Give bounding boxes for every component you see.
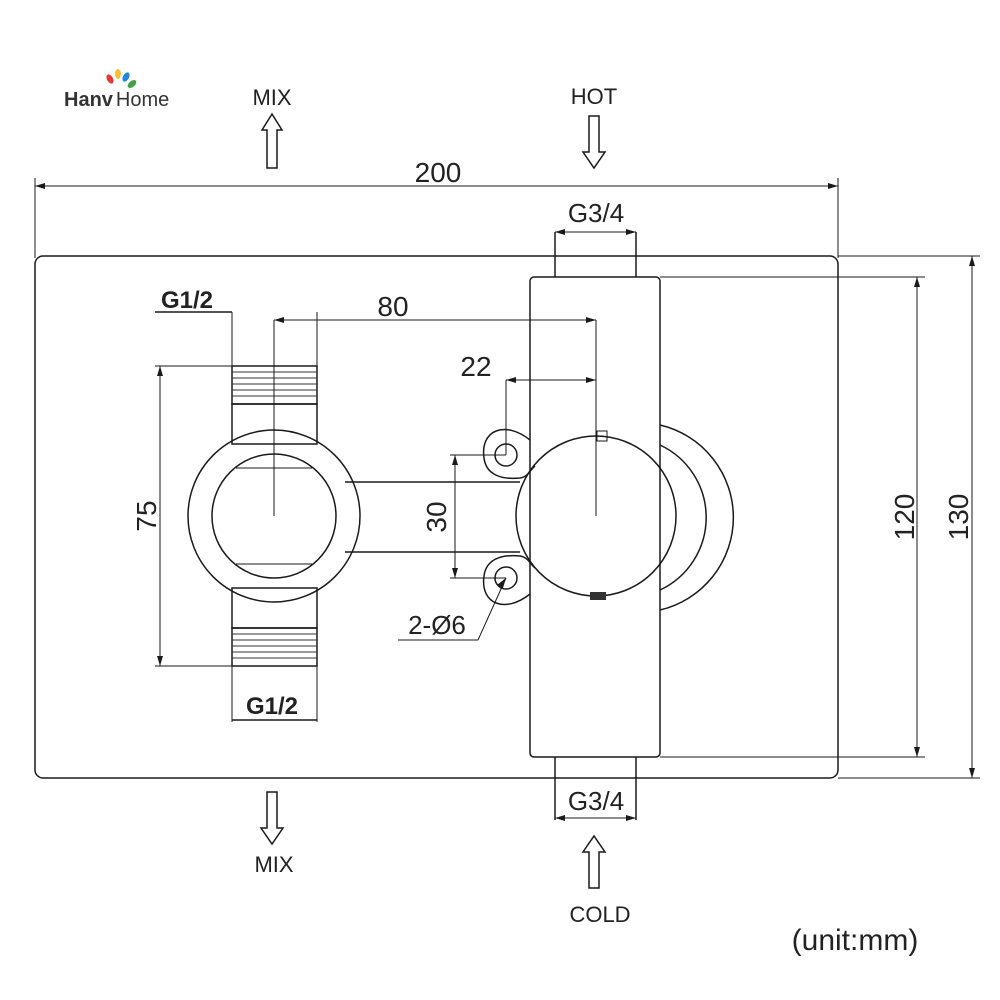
height-130-label: 130 [943,494,974,541]
thread-top-right-label: G3/4 [568,198,624,228]
thread-bottom-right-dimension: G3/4 [555,786,636,821]
mount-hole-label: 2-Ø6 [408,610,466,640]
logo-drops-icon [106,69,137,88]
connecting-bridge [345,481,520,553]
arrow-up-icon [260,112,284,169]
height-120-label: 120 [889,494,920,541]
offset-22-label: 22 [460,351,491,382]
mounting-plate [34,255,839,779]
unit-note: (unit:mm) [792,924,919,957]
thread-top-right-dimension: G3/4 [555,198,636,235]
height-dimension-120: 120 [660,276,925,758]
offset-22-dimension: 22 [460,351,596,455]
height-dimension-130: 130 [838,255,980,779]
mix-top-label: MIX [252,85,291,110]
mix-bottom-label: MIX [254,852,293,877]
hot-label: HOT [571,84,617,109]
width-dimension: 200 [34,157,839,258]
width-dimension-label: 200 [415,157,462,188]
brand-name-regular: Home [116,89,169,111]
thread-top-left-dimension: G1/2 [155,287,318,366]
port-spacing-label: 75 [131,500,162,531]
center-distance-dimension: 80 [273,291,597,516]
arrow-down-icon [259,791,285,846]
center-distance-label: 80 [377,291,408,322]
thermostatic-cartridge-body [515,232,735,820]
hole-spacing-label: 30 [421,501,452,532]
thread-bottom-right-label: G3/4 [568,786,624,816]
hole-spacing-dimension: 30 [421,454,506,579]
arrow-down-icon [581,115,607,170]
cold-label: COLD [569,902,630,927]
thread-bottom-left-dimension: G1/2 [231,666,318,722]
thread-top-left-label: G1/2 [161,287,213,314]
port-spacing-dimension: 75 [131,365,232,667]
mount-hole-callout: 2-Ø6 [398,577,507,641]
arrow-up-icon [581,834,607,889]
thread-bottom-left-label: G1/2 [246,693,298,720]
brand-name-bold: Hanv [64,89,114,111]
